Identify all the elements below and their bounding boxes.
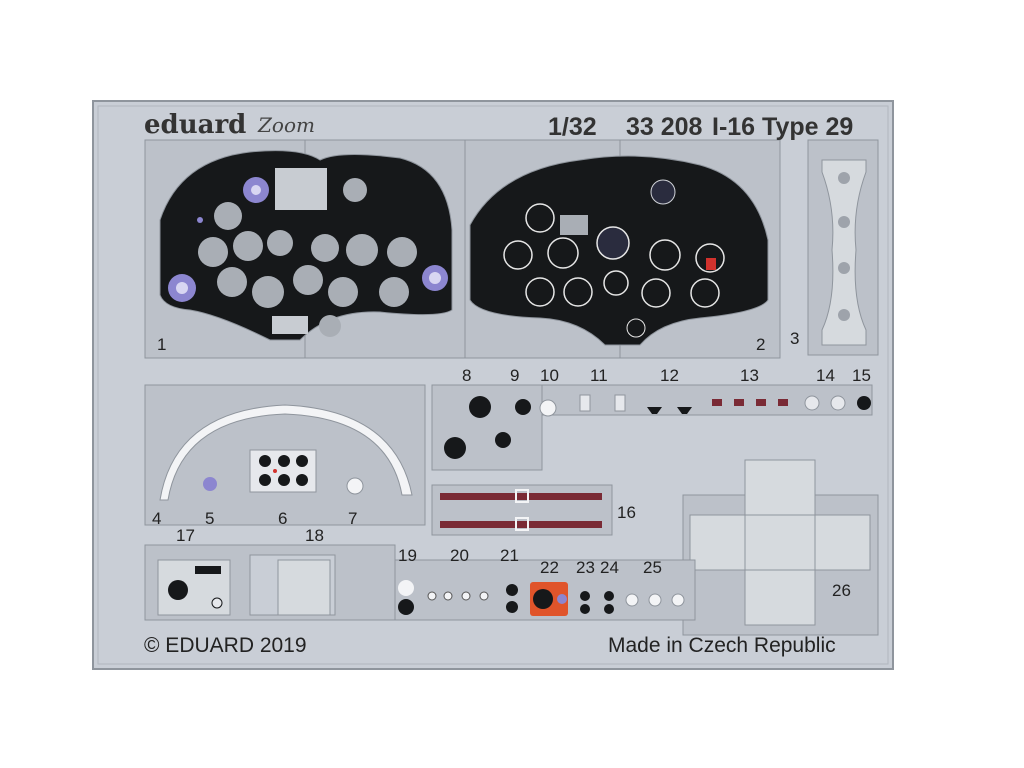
part-label: 1 [157, 335, 167, 354]
part-label: 5 [205, 509, 215, 528]
part-label: 6 [278, 509, 288, 528]
part-1-instrument-panel [144, 139, 466, 359]
scale-label: 1/32 [548, 113, 597, 141]
part-label: 23 [576, 558, 595, 577]
part-label: 4 [152, 509, 162, 528]
part-label: 8 [462, 366, 472, 385]
part-label: 3 [790, 329, 800, 348]
part-label: 10 [540, 366, 559, 385]
part-26-cross [682, 459, 879, 636]
part-16-straps [431, 484, 613, 536]
part-label: 12 [660, 366, 679, 385]
part-label: 26 [832, 581, 851, 600]
part-label: 21 [500, 546, 519, 565]
catalog-number: 33 208 [626, 113, 703, 141]
part-label: 24 [600, 558, 619, 577]
part-label: 17 [176, 526, 195, 545]
fret-inner-edge [97, 105, 889, 665]
part-label: 18 [305, 526, 324, 545]
part-3-strut [807, 139, 879, 356]
part-label: 20 [450, 546, 469, 565]
part-label: 7 [348, 509, 358, 528]
part-label: 2 [756, 335, 766, 354]
part-label: 15 [852, 366, 871, 385]
brand-logo: eduard [144, 110, 247, 140]
part-4-7-block [144, 384, 426, 526]
part-17-25-block [144, 544, 696, 621]
part-label: 11 [590, 366, 608, 385]
part-label: 19 [398, 546, 417, 565]
part-label: 9 [510, 366, 520, 385]
part-label: 16 [617, 503, 636, 522]
part-label: 22 [540, 558, 559, 577]
part-label: 13 [740, 366, 759, 385]
zoom-logo: Zoom [258, 113, 315, 137]
part-label: 25 [643, 558, 662, 577]
copyright-text: © EDUARD 2019 [144, 634, 307, 657]
part-8-15-block [431, 384, 873, 471]
part-label: 14 [816, 366, 835, 385]
kit-title: I-16 Type 29 [712, 113, 854, 141]
origin-text: Made in Czech Republic [608, 634, 836, 657]
part-2-instrument-panel [464, 139, 781, 359]
